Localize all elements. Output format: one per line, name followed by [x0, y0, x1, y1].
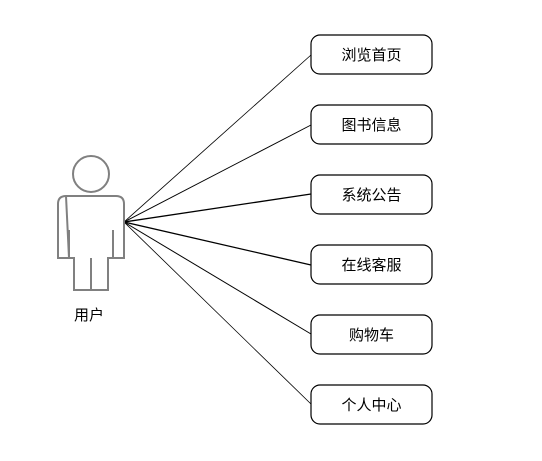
use-case-5[interactable]: 购物车 — [310, 314, 433, 355]
use-case-box — [310, 314, 433, 355]
use-case-label: 浏览首页 — [341, 46, 401, 64]
actor-body — [57, 194, 125, 291]
use-case-3[interactable]: 系统公告 — [310, 174, 433, 215]
association-line-4 — [123, 221, 312, 266]
association-line-5 — [123, 221, 312, 335]
association-line-2 — [123, 124, 312, 223]
use-case-label: 图书信息 — [341, 116, 401, 134]
association-line-6 — [123, 221, 312, 405]
use-case-box — [310, 34, 433, 75]
use-case-1[interactable]: 浏览首页 — [310, 34, 433, 75]
actor-head — [72, 155, 110, 193]
use-case-label: 个人中心 — [341, 396, 401, 414]
use-case-box — [310, 174, 433, 215]
use-case-2[interactable]: 图书信息 — [310, 104, 433, 145]
use-case-4[interactable]: 在线客服 — [310, 244, 433, 285]
actor-label: 用户 — [74, 306, 104, 324]
use-case-box — [310, 244, 433, 285]
association-line-3 — [123, 193, 312, 223]
use-case-box — [310, 384, 433, 425]
use-case-label: 购物车 — [349, 326, 394, 344]
use-case-6[interactable]: 个人中心 — [310, 384, 433, 425]
use-case-label: 在线客服 — [341, 256, 401, 274]
association-lines — [123, 54, 312, 405]
use-case-label: 系统公告 — [341, 186, 401, 204]
association-line-1 — [123, 54, 312, 223]
use-case-box — [310, 104, 433, 145]
actor-figure — [57, 155, 125, 291]
